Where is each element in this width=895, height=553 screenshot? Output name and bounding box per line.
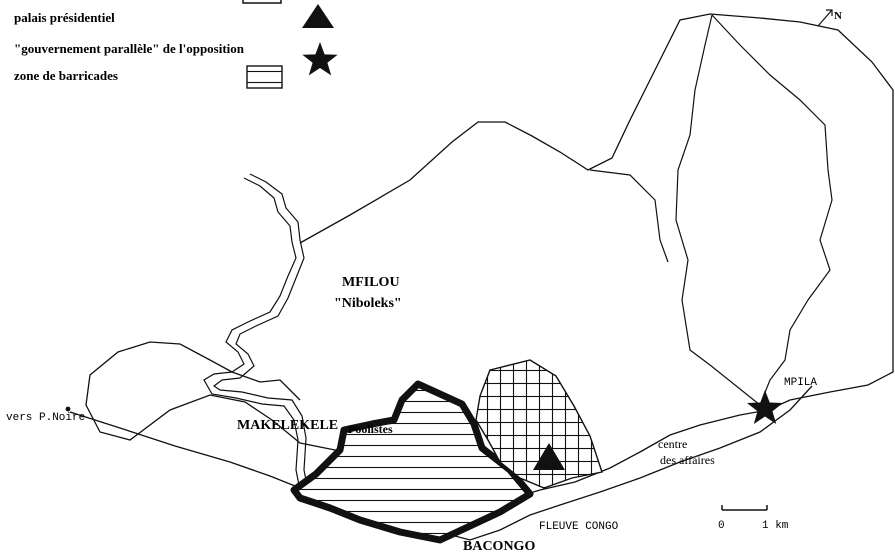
scale-label-end: 1 km: [762, 520, 789, 532]
north-label: N: [834, 10, 842, 22]
legend-triangle-icon: [302, 4, 334, 28]
place-mfilou: MFILOU: [342, 275, 400, 290]
legend-hatch-swatch: [246, 65, 283, 89]
palace-triangle-icon: [533, 443, 565, 470]
river-left-bank: [203, 177, 301, 491]
shoreline-west: [69, 385, 813, 541]
river-right-bank: [212, 173, 309, 491]
place-niboleks: "Niboleks": [334, 296, 402, 311]
place-poolistes: Poolistes: [348, 422, 393, 436]
place-centre-line1: centre: [658, 437, 687, 451]
opposition-star-icon: [747, 390, 783, 424]
barricades-zone: [290, 380, 534, 544]
legend-star-icon: [302, 42, 338, 76]
legend-cutoff-symbol: [242, 0, 282, 4]
north-arrow-icon: [817, 9, 833, 27]
district-line-east-3: [589, 169, 669, 263]
place-centre-line2: des affaires: [660, 453, 715, 467]
grid-zone: [475, 359, 603, 489]
place-vers-pnoire: vers P.Noire: [6, 412, 85, 424]
scale-bar: [721, 505, 768, 511]
place-mpila: MPILA: [784, 377, 817, 389]
city-boundary: [85, 13, 894, 503]
legend-label-palace: palais présidentiel: [14, 10, 115, 25]
scale-label-start: 0: [718, 520, 725, 532]
district-line-east-1: [675, 14, 761, 406]
legend-label-barricades: zone de barricades: [14, 68, 118, 83]
district-line-east-2: [711, 14, 833, 406]
road-end-dot: [65, 406, 71, 412]
place-fleuve: FLEUVE CONGO: [539, 521, 619, 533]
place-bacongo: BACONGO: [463, 539, 535, 553]
place-makelekele: MAKELEKELE: [237, 418, 338, 433]
legend-label-opposition: "gouvernement parallèle" de l'opposition: [14, 41, 245, 56]
